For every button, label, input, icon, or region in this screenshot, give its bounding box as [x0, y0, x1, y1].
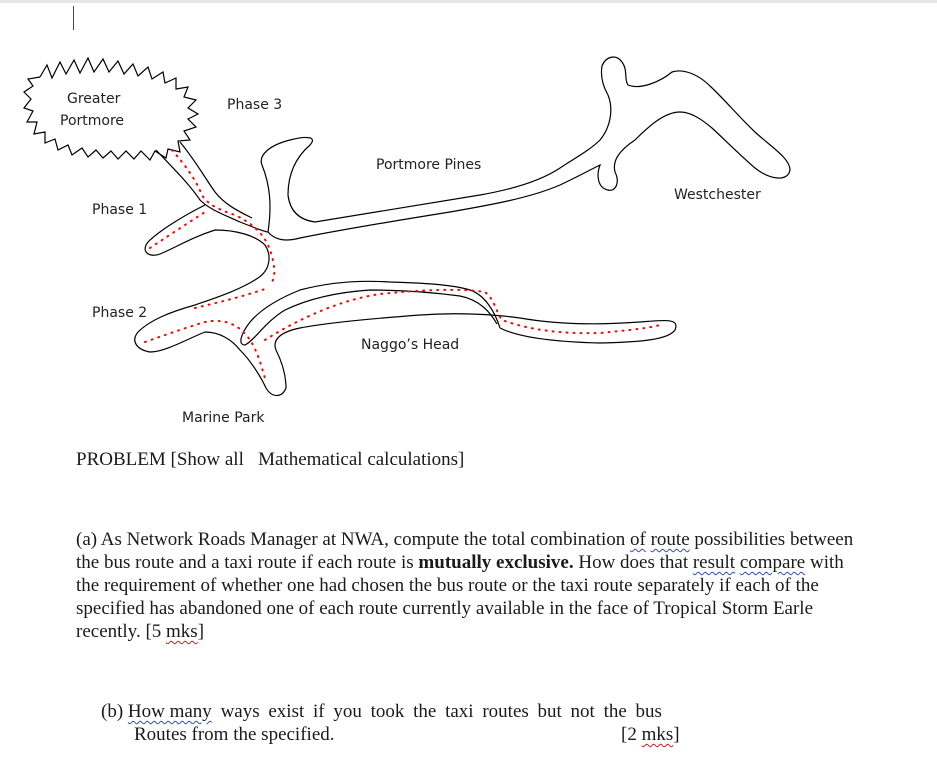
route-dots-phase1 — [149, 211, 206, 249]
road-portmore-pines — [260, 56, 791, 241]
qa-text-of: of — [630, 529, 646, 550]
qa-text-2: possibilities between the bus route and … — [76, 529, 854, 573]
road-phase3-arm — [155, 149, 269, 233]
qa-text-compare: compare — [739, 552, 806, 573]
qa-mutually-exclusive: mutually exclusive. — [418, 552, 574, 573]
label-phase3: Phase 3 — [227, 97, 283, 113]
qa-text-5: ] — [197, 621, 205, 642]
qb-marks-b: ] — [673, 724, 680, 745]
qb-marks-mks: mks — [641, 724, 674, 745]
problem-heading-a: PROBLEM [Show all — [76, 449, 244, 470]
road-phase3-arm-inner — [179, 141, 253, 219]
qb-how-many: How many — [127, 701, 212, 722]
qa-text-3: How does that — [573, 552, 693, 573]
label-phase1: Phase 1 — [92, 202, 148, 218]
qa-text-1: (a) As Network Roads Manager at NWA, com… — [76, 529, 631, 550]
qb-marks-a: [2 — [621, 724, 642, 745]
greater-portmore-starburst — [23, 56, 200, 161]
qb-marks: [2 mks] — [621, 723, 680, 746]
qa-marks: mks — [166, 621, 198, 642]
label-phase2: Phase 2 — [92, 305, 148, 321]
route-dots-link — [194, 287, 269, 309]
road-phase1-arm — [134, 204, 677, 397]
question-a: (a) As Network Roads Manager at NWA, com… — [76, 528, 866, 643]
qa-text-route: route — [650, 529, 690, 550]
road-naggos-head-loop — [240, 280, 501, 346]
problem-heading: PROBLEM [Show all Mathematical calculati… — [76, 448, 464, 472]
text-cursor — [73, 6, 74, 30]
route-dots-naggos — [264, 288, 661, 341]
problem-heading-b: Mathematical calculations] — [258, 449, 465, 470]
label-greater-portmore-1: Greater — [67, 91, 121, 107]
document-top-border — [0, 0, 937, 3]
label-portmore-pines: Portmore Pines — [376, 157, 482, 173]
qa-text-4: with the requirement of whether one had … — [76, 552, 844, 642]
qb-line-1: (b) How many ways exist if you took the … — [101, 700, 701, 723]
qb-text-1: (b) — [101, 701, 128, 722]
road-map-diagram — [23, 56, 791, 397]
route-dots-phase3 — [171, 149, 276, 283]
qa-text-result: result — [692, 552, 736, 573]
label-naggos-head: Naggo’s Head — [361, 337, 460, 353]
label-marine-park: Marine Park — [182, 410, 265, 426]
qb-text-3: Routes from the specified. — [134, 724, 335, 745]
qb-line-2: Routes from the specified. [2 mks] — [101, 723, 701, 746]
question-b: (b) How many ways exist if you took the … — [101, 700, 701, 746]
label-greater-portmore-2: Portmore — [60, 113, 125, 129]
label-westchester: Westchester — [674, 187, 761, 203]
route-dots-phase2 — [144, 320, 267, 383]
qb-text-2: ways exist if you took the taxi routes b… — [211, 701, 662, 722]
